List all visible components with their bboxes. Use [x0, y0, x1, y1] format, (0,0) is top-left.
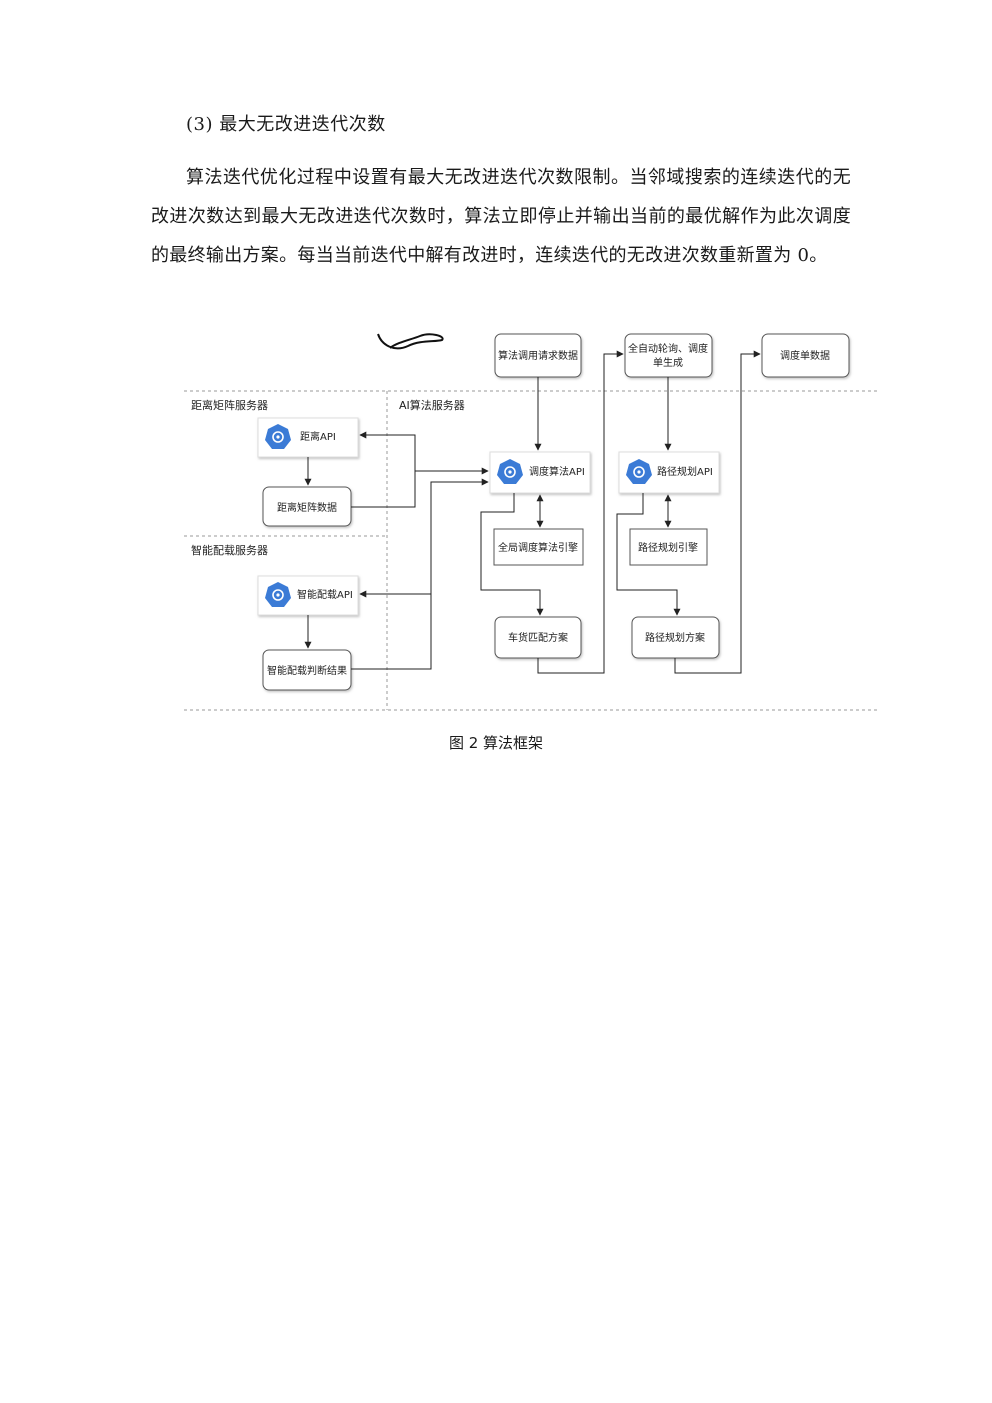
- node-auto-poll: [624, 333, 713, 378]
- svg-text:车货匹配方案: 车货匹配方案: [508, 631, 568, 644]
- svg-text:距离矩阵数据: 距离矩阵数据: [277, 501, 337, 514]
- svg-text:路径规划引擎: 路径规划引擎: [638, 541, 698, 554]
- svg-text:调度单数据: 调度单数据: [780, 349, 830, 362]
- svg-text:距离API: 距离API: [300, 430, 336, 443]
- section-heading: (3) 最大无改进迭代次数: [186, 114, 386, 135]
- zone-label-distance-server: 距离矩阵服务器: [191, 398, 268, 412]
- scribble-mark: [377, 333, 444, 350]
- node-global-engine: [493, 528, 584, 566]
- svg-text:调度算法API: 调度算法API: [529, 465, 585, 478]
- svg-text:路径规划API: 路径规划API: [657, 465, 713, 478]
- svg-text:全局调度算法引擎: 全局调度算法引擎: [498, 541, 578, 554]
- body-paragraph: 算法迭代优化过程中设置有最大无改进迭代次数限制。当邻域搜索的连续迭代的无改进次数…: [151, 167, 851, 266]
- svg-text:智能配载判断结果: 智能配载判断结果: [267, 664, 347, 677]
- node-dispatch-data: [761, 333, 850, 378]
- svg-text:算法调用请求数据: 算法调用请求数据: [498, 349, 578, 362]
- svg-text:智能配载API: 智能配载API: [297, 588, 353, 601]
- svg-text:单生成: 单生成: [653, 356, 683, 369]
- node-route-api: [618, 451, 720, 494]
- zone-label-ai-server: AI算法服务器: [399, 398, 465, 412]
- svg-text:路径规划方案: 路径规划方案: [645, 631, 705, 644]
- figure-caption: 图 2 算法框架: [448, 734, 544, 752]
- algorithm-framework-diagram: 距离矩阵服务器 AI算法服务器 智能配载服务器 算法调用请求数据 全自动轮询、调…: [184, 333, 877, 711]
- zone-label-loading-server: 智能配载服务器: [191, 543, 268, 557]
- node-route-engine: [629, 528, 708, 566]
- node-loading-result: [262, 649, 352, 691]
- svg-text:全自动轮询、调度: 全自动轮询、调度: [628, 342, 708, 355]
